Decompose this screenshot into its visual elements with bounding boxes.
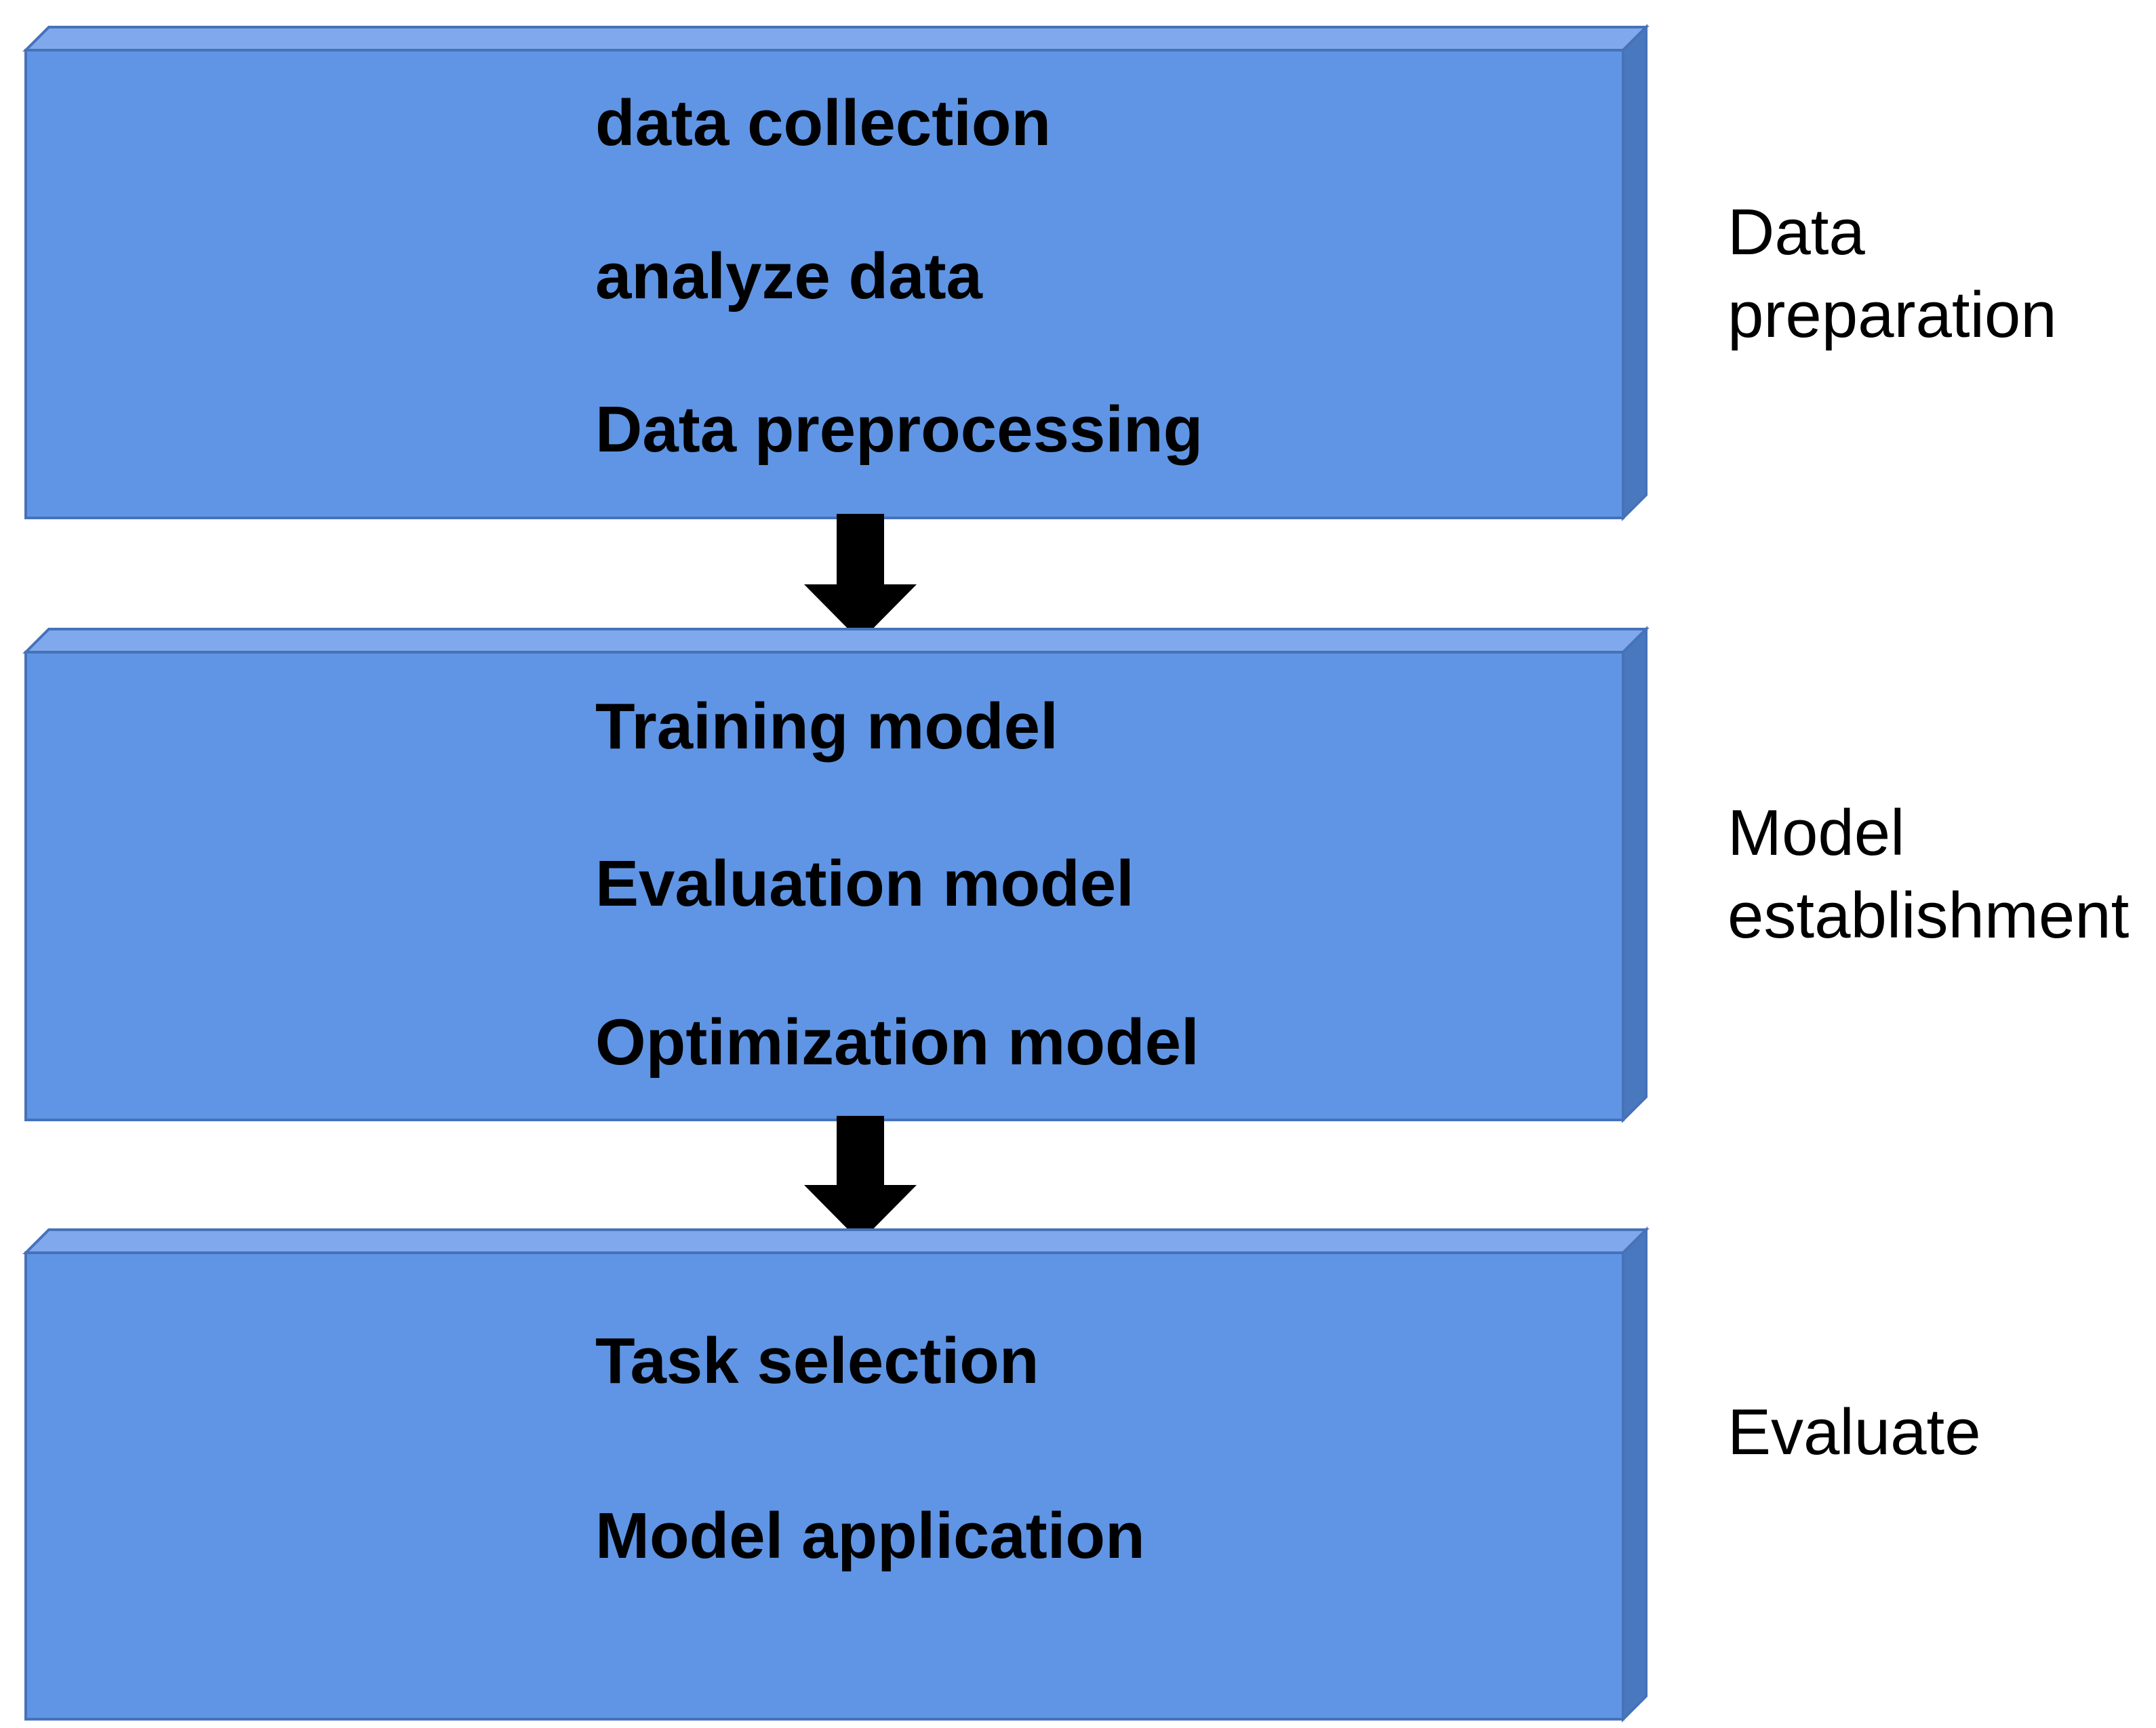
phase-label-line: preparation: [1728, 279, 2057, 351]
stage-1-step-2: analyze data: [595, 240, 982, 313]
stage-1-box-front-face: [24, 49, 1624, 519]
stage-1-step-1: data collection: [595, 87, 1052, 159]
phase-label-line: Data: [1728, 196, 1865, 268]
stage-3-step-2: Model application: [595, 1500, 1145, 1572]
phase-label-line: Model: [1728, 797, 1905, 869]
stage-2-step-3: Optimization model: [595, 1006, 1199, 1079]
stage-2-box-front-face: [24, 651, 1624, 1121]
down-arrow-icon: [804, 514, 917, 641]
phase-label-line: establishment: [1728, 879, 2130, 952]
stage-2-box: [22, 626, 1650, 1123]
stage-3-step-1: Task selection: [595, 1325, 1039, 1397]
phase-label-evaluate: Evaluate: [1728, 1391, 1981, 1474]
phase-label-line: Evaluate: [1728, 1396, 1981, 1468]
phase-label-data-preparation: Data preparation: [1728, 191, 2057, 357]
stage-3-box-front-face: [24, 1251, 1624, 1721]
down-arrow-icon: [804, 1116, 917, 1242]
stage-1-box: [22, 24, 1650, 521]
stage-2-step-2: Evaluation model: [595, 847, 1134, 920]
stage-3-box: [22, 1226, 1650, 1723]
stage-2-step-1: Training model: [595, 690, 1058, 763]
phase-label-model-establishment: Model establishment: [1728, 792, 2129, 957]
stage-1-step-3: Data preprocessing: [595, 393, 1203, 466]
